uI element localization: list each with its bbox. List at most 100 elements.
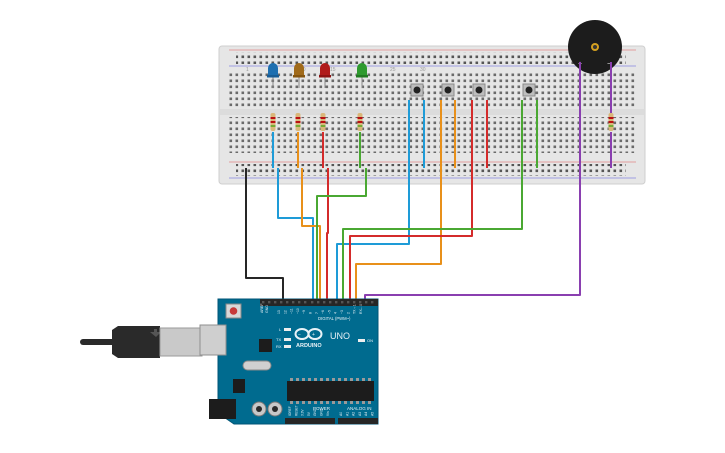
digital-pin-label: RX←0 xyxy=(359,304,363,314)
usb-plug xyxy=(159,327,203,357)
breadboard-column-number: 25 xyxy=(390,67,396,73)
analog-pin-label: A2 xyxy=(352,412,356,416)
digital-pin-label: 4 xyxy=(334,312,338,314)
arduino-model: UNO xyxy=(330,331,350,341)
resistor-1 xyxy=(270,113,276,131)
power-pin-label: GND xyxy=(313,408,317,416)
wire-led-red xyxy=(326,168,329,302)
svg-text:+: + xyxy=(312,332,315,338)
piezo-buzzer: + − xyxy=(568,20,622,74)
breadboard-column-number: 1 xyxy=(246,67,249,73)
digital-pin-label: ~6 xyxy=(321,310,325,314)
led-rx xyxy=(284,345,291,348)
led-tx-label: TX xyxy=(276,337,281,342)
resistors xyxy=(270,113,614,131)
power-pin-label: Vin xyxy=(326,411,330,416)
analog-pin-label: A4 xyxy=(364,412,368,416)
power-pin-label: 3.3V xyxy=(301,409,305,416)
wires xyxy=(245,62,612,302)
digital-pin-label: ~9 xyxy=(302,310,306,314)
bottom-power-rail xyxy=(236,164,626,176)
power-pin-label: 5V xyxy=(307,411,311,416)
digital-pin-label: ~5 xyxy=(327,310,331,314)
pushbuttons xyxy=(410,83,536,97)
terminal-strip-bottom xyxy=(228,117,636,153)
digital-pin-label: 13 xyxy=(277,310,281,314)
digital-pin-label: ~11 xyxy=(290,308,294,314)
led-rx-label: RX xyxy=(276,344,282,349)
led-red xyxy=(319,63,331,88)
usb-cable xyxy=(80,326,203,358)
led-l-label: L xyxy=(279,327,282,332)
wire-button-1 xyxy=(336,100,410,302)
led-tx xyxy=(284,338,291,341)
led-blue xyxy=(267,63,279,88)
digital-pin-label: 2 xyxy=(346,312,350,314)
top-power-rail xyxy=(236,52,626,64)
gnd-label: GND xyxy=(265,305,269,313)
resistor-5 xyxy=(608,113,614,131)
atmega-chip xyxy=(287,381,374,401)
power-pin-label: IOREF xyxy=(288,406,292,416)
power-pin-label: GND xyxy=(320,408,324,416)
resistor-3 xyxy=(320,113,326,131)
breadboard-column-number: 30 xyxy=(420,67,426,73)
wire-led-green xyxy=(316,168,367,302)
leds xyxy=(267,63,368,88)
atmega-pins xyxy=(290,378,371,404)
analog-pin-label: A5 xyxy=(371,412,375,416)
breadboard-jumpers xyxy=(272,100,612,168)
resistor-2 xyxy=(295,113,301,131)
crystal xyxy=(242,360,272,371)
wire-button-2 xyxy=(355,100,442,302)
wire-button-3 xyxy=(349,100,473,302)
reset-button-cap[interactable] xyxy=(229,307,238,315)
digital-pin-label: TX→1 xyxy=(353,304,357,314)
led-on xyxy=(358,339,365,342)
led-on-label: ON xyxy=(367,338,373,343)
usb-chip xyxy=(259,339,272,352)
analog-pin-label: A3 xyxy=(358,412,362,416)
led-l xyxy=(284,328,291,331)
digital-pin-label: 7 xyxy=(315,312,319,314)
analog-pin-label: A0 xyxy=(339,412,343,416)
svg-text:−: − xyxy=(298,332,301,338)
wire-gnd xyxy=(245,168,284,302)
regulator xyxy=(233,379,245,393)
buzzer-minus-label: − xyxy=(607,61,611,68)
pushbutton-4[interactable] xyxy=(522,83,536,97)
digital-pin-label: 12 xyxy=(283,310,287,314)
header-power xyxy=(285,418,335,424)
analog-label: ANALOG IN xyxy=(347,406,372,411)
usb-socket xyxy=(199,324,227,356)
aref-label: AREF xyxy=(260,303,264,313)
power-pin-label: RESET xyxy=(294,405,298,416)
digital-pin-label: ~10 xyxy=(296,308,300,314)
wire-button-4 xyxy=(342,100,523,302)
dc-power-jack xyxy=(209,399,236,419)
breadboard-column-number: 15 xyxy=(330,67,336,73)
arduino-logo: − + xyxy=(294,328,323,340)
header-analog xyxy=(338,418,378,424)
pushbutton-1[interactable] xyxy=(410,83,424,97)
digital-label: DIGITAL (PWM~) xyxy=(318,316,351,321)
pushbutton-3[interactable] xyxy=(472,83,486,97)
digital-pin-label: ~3 xyxy=(340,310,344,314)
power-label: POWER xyxy=(313,406,331,411)
resistor-4 xyxy=(357,113,363,131)
wire-led-blue xyxy=(277,168,314,302)
pushbutton-2[interactable] xyxy=(441,83,455,97)
wire-led-amber xyxy=(301,168,321,302)
digital-pin-label: 8 xyxy=(309,312,313,314)
terminal-strip-top xyxy=(228,72,636,108)
analog-pin-label: A1 xyxy=(345,412,349,416)
arduino-uno: L TX RX ON − + ARDUINO UNO DIGITAL (PWM~… xyxy=(199,298,379,425)
arduino-brand: ARDUINO xyxy=(296,343,322,349)
led-green xyxy=(356,63,368,88)
led-amber xyxy=(293,63,305,88)
